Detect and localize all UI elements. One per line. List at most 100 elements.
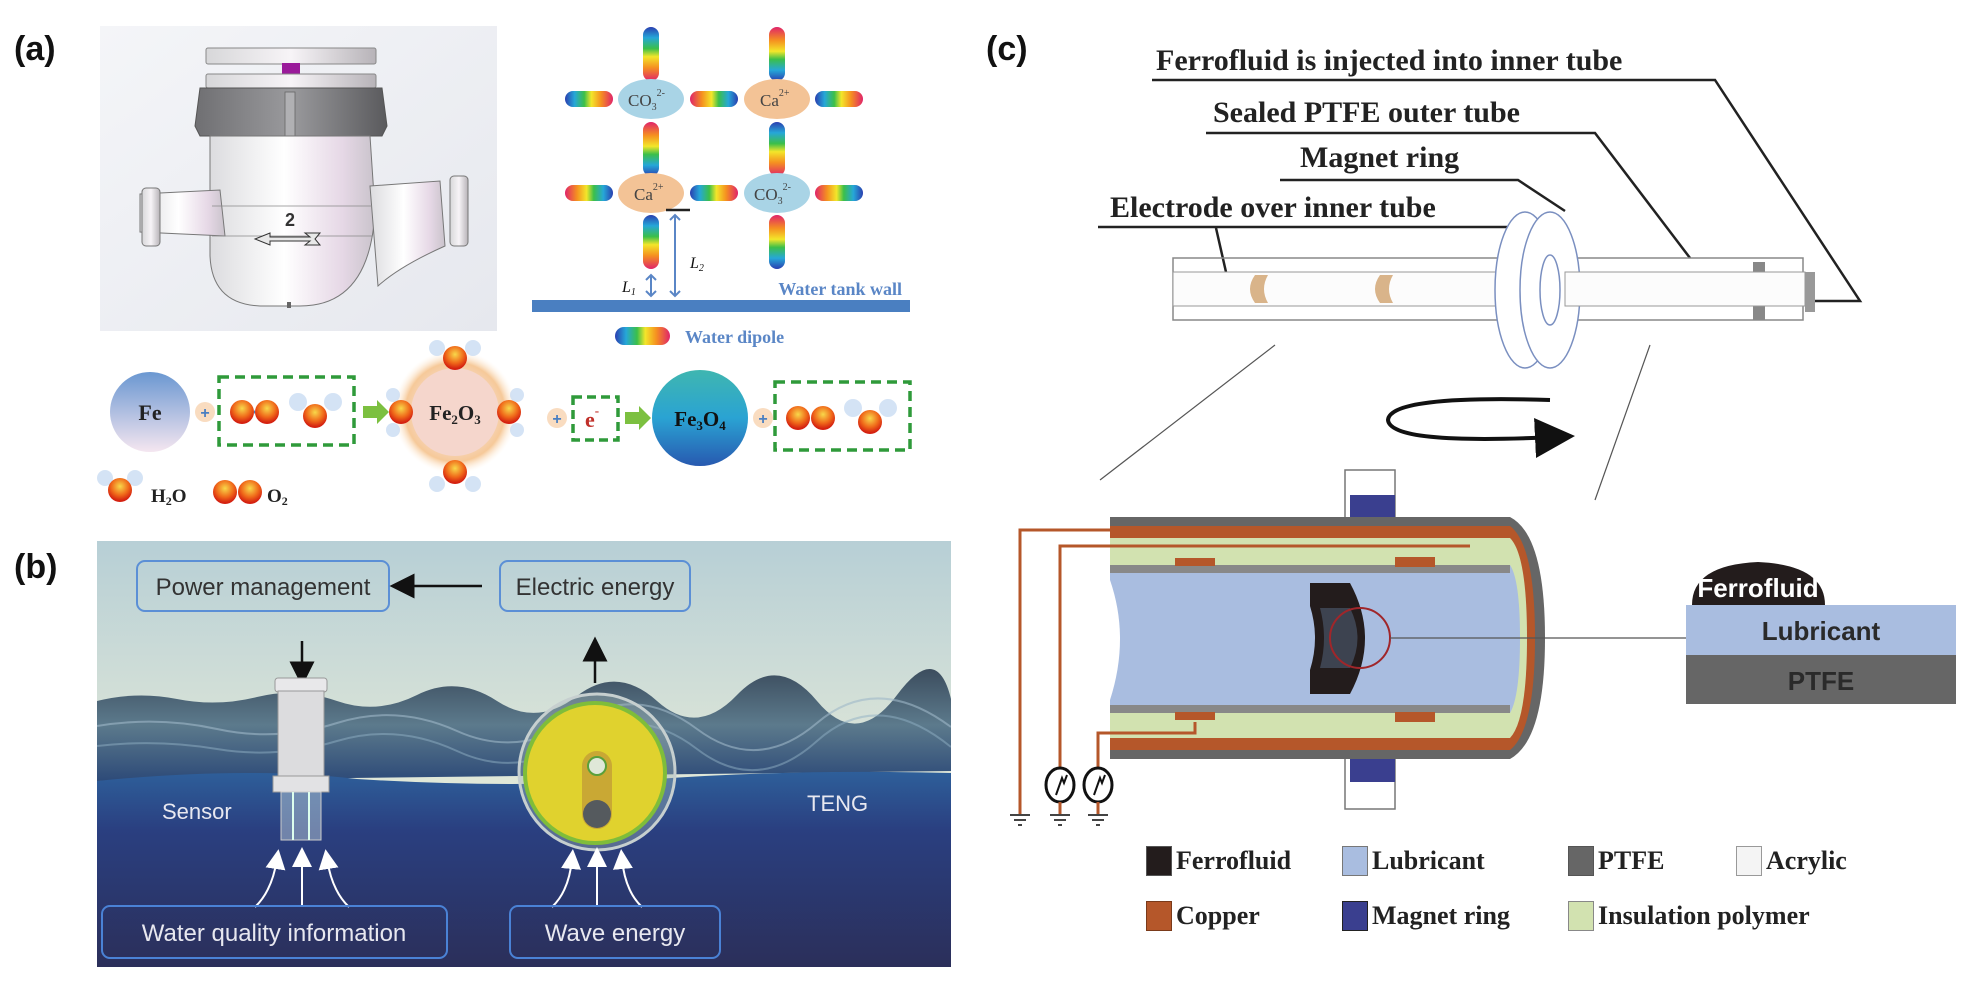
fe3o4-label: Fe3O4 — [674, 407, 726, 433]
legend-item-copper: Copper — [1146, 901, 1260, 931]
inset-ferrofluid-label: Ferrofluid — [1697, 573, 1818, 603]
dipole — [643, 122, 659, 176]
legend-swatch — [1342, 901, 1368, 931]
ion-carbonate — [744, 173, 810, 213]
leader-line — [1206, 131, 1691, 259]
tube-overview — [1172, 211, 1815, 369]
ion-label: Ca2+ — [760, 88, 790, 110]
layer-inset: Ferrofluid Lubricant PTFE — [1686, 562, 1956, 704]
sensor-label: Sensor — [162, 799, 232, 824]
plus-icon: + — [552, 411, 561, 428]
legend-swatch — [1568, 901, 1594, 931]
l1-label: L1 — [621, 279, 636, 298]
panel-c-label: (c) — [986, 30, 1028, 68]
dipole — [769, 27, 785, 81]
dipole-legend-swatch — [615, 327, 670, 345]
tube-cross-section — [1010, 469, 1690, 826]
electrode-band — [1375, 275, 1393, 303]
callout-ferrofluid-injected: Ferrofluid is injected into inner tube — [1156, 44, 1622, 77]
fe-sphere — [110, 372, 190, 452]
dipole — [815, 185, 863, 201]
legend-swatch — [1736, 846, 1762, 876]
legend-item-insulation-polymer: Insulation polymer — [1568, 901, 1810, 931]
o2-legend-label: O2 — [267, 486, 288, 508]
dipole — [690, 91, 738, 107]
callout-electrode: Electrode over inner tube — [1110, 191, 1436, 224]
dipole — [565, 91, 613, 107]
dipole — [769, 122, 785, 176]
wave-energy-box — [509, 905, 721, 959]
ion-label: CO32- — [754, 182, 791, 207]
magnet-ring-overview — [1494, 211, 1581, 369]
panel-b-label: (b) — [14, 548, 58, 586]
lattice-diagram: CO32- Ca2+ Ca2+ CO32- L1 L2 Water tank w… — [532, 27, 910, 347]
ion-calcium — [744, 79, 810, 119]
dipole — [643, 215, 659, 269]
electric-energy-label: Electric energy — [516, 574, 675, 601]
plus-icon: + — [200, 405, 209, 422]
reactants-box — [217, 375, 356, 447]
arrow-right-icon — [625, 406, 651, 430]
ion-label: CO32- — [628, 88, 665, 113]
meter-top-plate — [205, 47, 377, 65]
ocean-sensor-diagram: Power management Electric energy Sensor … — [97, 541, 951, 967]
legend-swatch — [1568, 846, 1594, 876]
arrow-up-icon — [254, 849, 286, 908]
water-quality-label: Water quality information — [142, 920, 407, 947]
callout-sealed-ptfe: Sealed PTFE outer tube — [1213, 96, 1520, 129]
water-dipole-label: Water dipole — [685, 327, 784, 347]
dipole — [769, 215, 785, 269]
corrosion-reaction-diagram: Fe + Fe2O3 + e- Fe3O4 + H2O O2 — [97, 340, 912, 508]
dipole — [690, 185, 738, 201]
leader-line — [1152, 78, 1863, 303]
fe-label: Fe — [138, 400, 161, 425]
materials-legend: Ferrofluid Lubricant PTFE Acrylic Copper… — [1146, 846, 1966, 966]
callout-magnet-ring: Magnet ring — [1300, 141, 1459, 174]
products-box — [773, 380, 912, 452]
power-management-label: Power management — [156, 574, 371, 601]
meter-indicator — [282, 63, 300, 75]
meter-flow-arrow-icon — [253, 232, 322, 246]
arrow-up-icon — [551, 849, 582, 908]
dipole — [643, 27, 659, 81]
arrow-up-icon — [318, 849, 350, 908]
panel-a-label: (a) — [14, 30, 56, 68]
electron-box — [571, 395, 620, 442]
ion-calcium — [618, 173, 684, 213]
legend-item-magnet-ring: Magnet ring — [1342, 901, 1510, 931]
rotation-arrow-icon — [1385, 397, 1575, 458]
legend-swatch — [1146, 846, 1172, 876]
inset-lubricant-label: Lubricant — [1762, 616, 1881, 646]
meter-flow-number: 2 — [285, 210, 295, 230]
teng-label: TENG — [807, 791, 868, 816]
leader-line — [1280, 178, 1566, 213]
electrode-band — [1250, 275, 1268, 303]
plus-icon: + — [758, 411, 767, 428]
h2o-legend-icon — [108, 478, 132, 502]
sensor-device — [272, 677, 330, 841]
legend-item-lubricant: Lubricant — [1342, 846, 1485, 876]
wave-energy-label: Wave energy — [545, 920, 686, 947]
legend-item-acrylic: Acrylic — [1736, 846, 1847, 876]
legend-item-ferrofluid: Ferrofluid — [1146, 846, 1291, 876]
legend-item-ptfe: PTFE — [1568, 846, 1664, 876]
ground-icon — [1010, 814, 1108, 826]
arrow-right-icon — [363, 400, 389, 424]
water-quality-box — [101, 905, 448, 959]
teng-device — [517, 692, 677, 852]
water-tank-wall-label: Water tank wall — [778, 279, 902, 299]
ion-label: Ca2+ — [634, 182, 664, 204]
l2-label: L2 — [689, 255, 704, 274]
electron-label: e- — [585, 403, 599, 432]
ion-carbonate — [618, 79, 684, 119]
legend-swatch — [1342, 846, 1368, 876]
dipole — [815, 91, 863, 107]
h2o-legend-label: H2O — [151, 486, 187, 508]
legend-swatch — [1146, 901, 1172, 931]
water-meter-illustration: 2 — [100, 26, 497, 331]
fe3o4-sphere — [652, 370, 748, 466]
inset-ptfe-label: PTFE — [1788, 666, 1854, 696]
ferrofluid-teng-diagram: Ferrofluid is injected into inner tube S… — [1010, 44, 1956, 826]
water-tank-wall — [532, 300, 910, 312]
power-management-box — [136, 560, 390, 612]
